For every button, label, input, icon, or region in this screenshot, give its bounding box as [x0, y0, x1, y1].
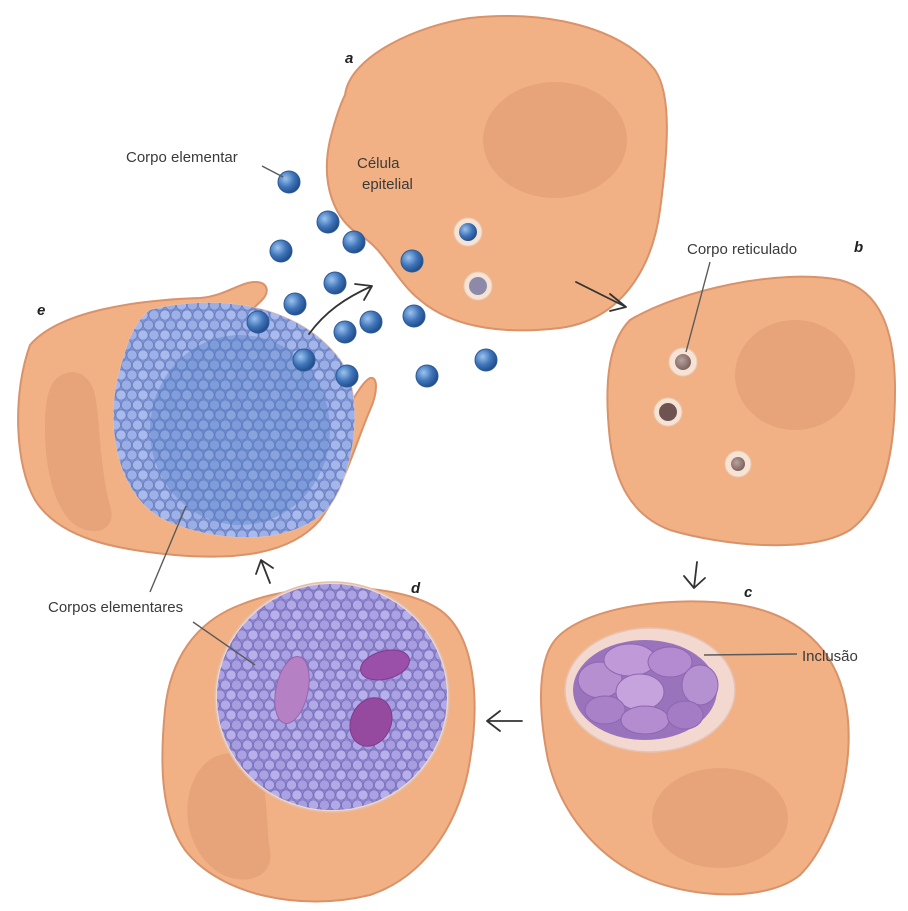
- elementary-body: [336, 365, 358, 387]
- elementary-body: [247, 311, 269, 333]
- eb-in-vacuole-a1: [459, 223, 477, 241]
- reticulate-body-3: [731, 457, 745, 471]
- arrow-b-to-c: [684, 562, 705, 588]
- elementary-body: [278, 171, 300, 193]
- label-corpo-reticulado: Corpo reticulado: [687, 241, 797, 258]
- nucleus-c: [652, 768, 788, 868]
- cell-e: [18, 282, 380, 560]
- cell-b: [607, 277, 895, 546]
- stage-label-a: a: [345, 50, 353, 67]
- elementary-body: [317, 211, 339, 233]
- elementary-body: [270, 240, 292, 262]
- label-corpo-elementar: Corpo elementar: [126, 149, 238, 166]
- arrow-d-to-e: [256, 560, 273, 583]
- label-corpos-elementares: Corpos elementares: [48, 599, 183, 616]
- label-celula-epitelial-1: Célula: [357, 155, 400, 172]
- nucleus-b: [735, 320, 855, 430]
- elementary-body: [403, 305, 425, 327]
- elementary-body: [293, 349, 315, 371]
- stage-label-d: d: [411, 580, 421, 597]
- elementary-body: [324, 272, 346, 294]
- elementary-body: [360, 311, 382, 333]
- stage-label-e: e: [37, 302, 45, 319]
- rb-in-vacuole-a2: [469, 277, 487, 295]
- label-celula-epitelial-2: epitelial: [362, 176, 413, 193]
- elementary-body: [284, 293, 306, 315]
- reticulate-body-1: [675, 354, 691, 370]
- reticulate-body-2: [659, 403, 677, 421]
- elementary-body: [416, 365, 438, 387]
- arrow-c-to-d: [487, 711, 522, 731]
- inclusion-c: [573, 640, 718, 740]
- cell-d: [162, 580, 474, 901]
- nucleus-a: [483, 82, 627, 198]
- cell-a: [327, 16, 667, 330]
- label-inclusao: Inclusão: [802, 648, 858, 665]
- elementary-body: [475, 349, 497, 371]
- elementary-body: [334, 321, 356, 343]
- elementary-body: [401, 250, 423, 272]
- stage-label-c: c: [744, 584, 753, 601]
- elementary-body: [343, 231, 365, 253]
- cell-c: [541, 601, 849, 894]
- stage-label-b: b: [854, 239, 863, 256]
